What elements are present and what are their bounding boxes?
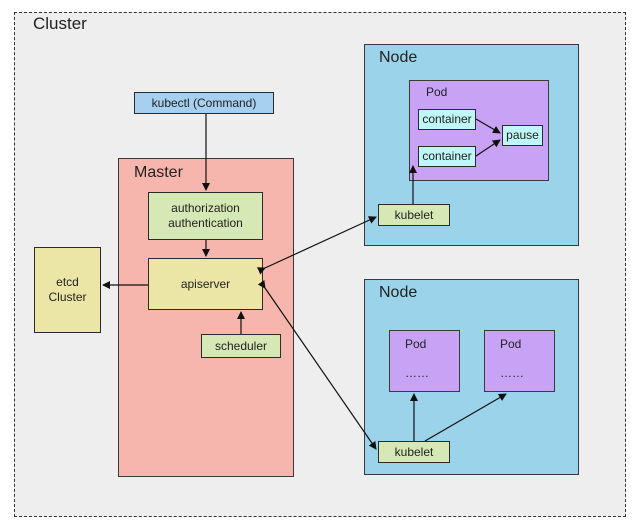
- container-1-box[interactable]: container: [418, 109, 476, 130]
- node2-pod-1[interactable]: [389, 330, 460, 392]
- pause-box[interactable]: pause: [502, 125, 543, 146]
- apiserver-label: apiserver: [180, 276, 231, 291]
- node2-pod-2-dots: ……: [500, 366, 524, 380]
- arrow-container2-to-pause: [475, 139, 501, 157]
- container-2-box[interactable]: container: [418, 146, 476, 167]
- node1-kubelet-label: kubelet: [394, 207, 434, 222]
- node1-title: Node: [379, 49, 418, 66]
- scheduler-label: scheduler: [214, 338, 268, 353]
- node1-kubelet-box[interactable]: kubelet: [378, 204, 450, 226]
- apiserver-box[interactable]: apiserver: [148, 258, 263, 310]
- auth-line1: authorization: [171, 201, 240, 215]
- node2-pod-2-title: Pod: [500, 337, 522, 351]
- node2-pod-2[interactable]: [484, 330, 555, 392]
- container-2-label: container: [422, 149, 472, 163]
- arrow-kubelet-to-pod2: [424, 393, 507, 442]
- node2-kubelet-label: kubelet: [394, 444, 434, 459]
- etcd-line2: Cluster: [48, 290, 87, 304]
- master-title: Master: [134, 164, 183, 181]
- cluster-title: Cluster: [33, 14, 87, 33]
- auth-line2: authentication: [168, 216, 243, 230]
- arrow-container1-to-pause: [475, 118, 501, 134]
- pause-label: pause: [506, 128, 539, 142]
- etcd-line1: etcd: [56, 275, 79, 289]
- node2-title: Node: [379, 284, 418, 301]
- kubectl-label: kubectl (Command): [151, 95, 257, 110]
- container-1-label: container: [422, 112, 472, 126]
- auth-box[interactable]: authorization authentication: [148, 192, 263, 240]
- node1-pod-title: Pod: [426, 85, 448, 99]
- kubectl-command-box[interactable]: kubectl (Command): [134, 92, 274, 114]
- node2-pod-1-dots: ……: [405, 366, 429, 380]
- etcd-box[interactable]: etcd Cluster: [34, 247, 101, 333]
- arrow-apiserver-node1-kubelet: [256, 216, 377, 275]
- node2-kubelet-box[interactable]: kubelet: [378, 441, 450, 463]
- node2-pod-1-title: Pod: [405, 337, 427, 351]
- arrow-apiserver-node2-kubelet: [257, 279, 377, 450]
